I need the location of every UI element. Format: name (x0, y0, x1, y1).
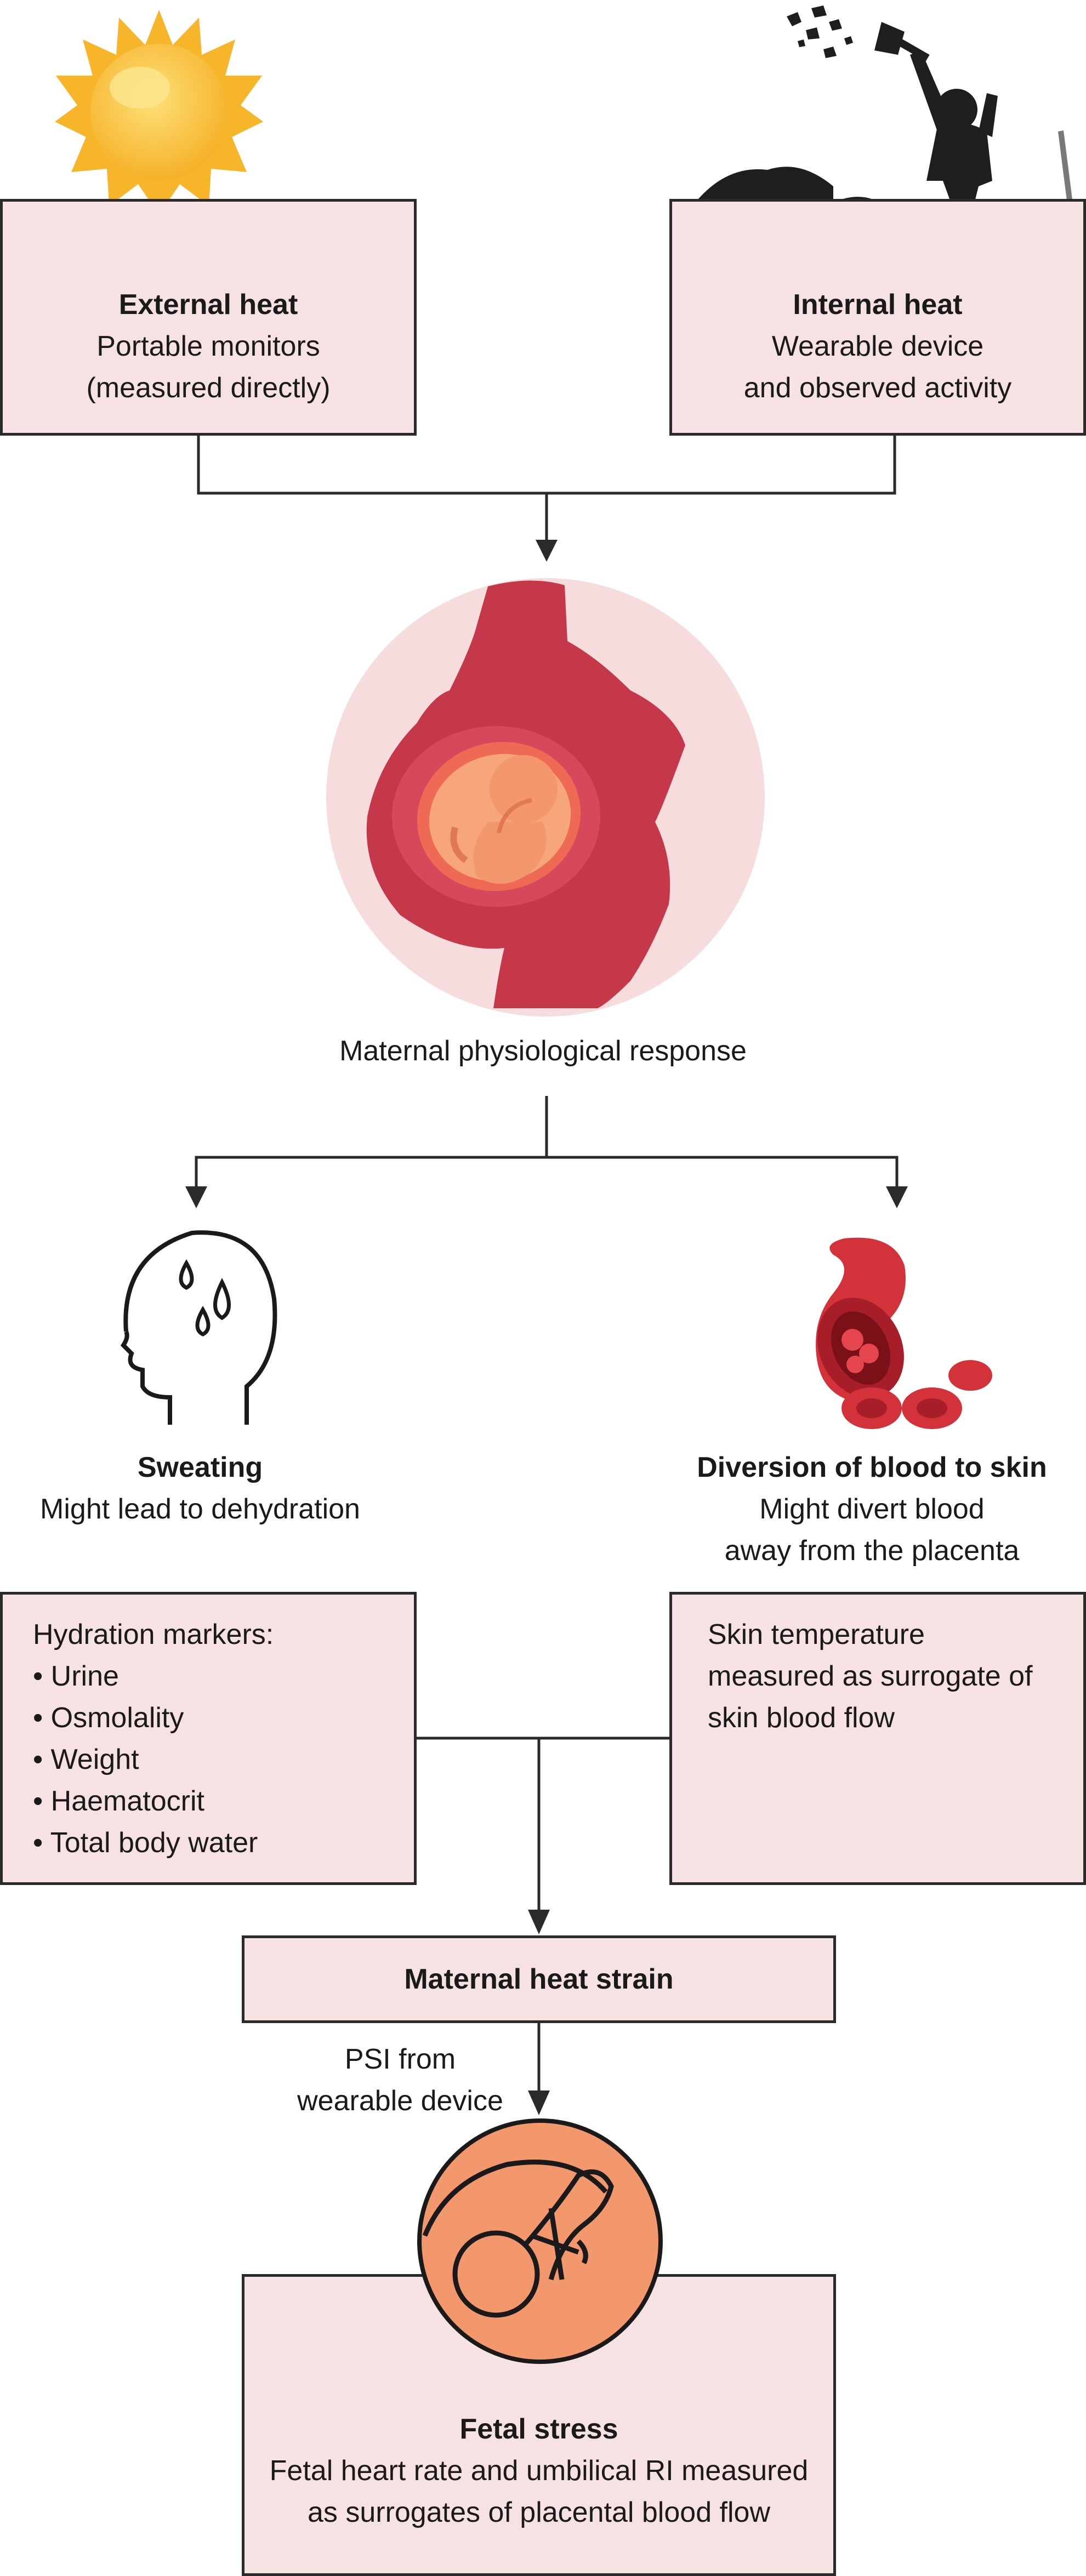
blood-vessel-icon (816, 1237, 992, 1429)
sweating-label: Sweating Might lead to dehydration (0, 1447, 400, 1530)
hydration-item: Weight (33, 1739, 414, 1780)
connector-boxes (414, 1737, 670, 1910)
hydration-item: Haematocrit (33, 1780, 414, 1822)
diversion-label: Diversion of blood to skin Might divert … (658, 1447, 1086, 1572)
arrow-to-sweating (185, 1186, 207, 1208)
skin-line-2: measured as surrogate of (708, 1660, 1033, 1692)
hydration-item: Osmolality (33, 1697, 414, 1739)
internal-heat-line-1: Wearable device (771, 330, 984, 362)
pregnant-mother-icon (326, 578, 765, 1016)
heat-strain-label: Maternal heat strain (404, 1963, 674, 1995)
internal-heat-line-2: and observed activity (743, 372, 1012, 404)
sun-icon (55, 10, 263, 215)
internal-heat-box: Internal heat Wearable device and observ… (669, 199, 1086, 436)
external-heat-line-2: (measured directly) (86, 372, 331, 404)
sweating-head-icon (120, 1230, 277, 1425)
skin-temperature-box: Skin temperature measured as surrogate o… (669, 1592, 1086, 1885)
skin-line-1: Skin temperature (708, 1619, 925, 1650)
diversion-line-1: Might divert blood (759, 1493, 985, 1525)
hydration-heading: Hydration markers: (33, 1619, 274, 1650)
diversion-title: Diversion of blood to skin (697, 1452, 1047, 1483)
psi-line-1: PSI from (344, 2043, 456, 2075)
arrow-to-diversion (886, 1186, 908, 1208)
arrow-to-mother (536, 540, 558, 562)
fetal-stress-line-1: Fetal heart rate and umbilical RI measur… (269, 2455, 809, 2487)
connector-top (197, 436, 896, 495)
fetal-stress-line-2: as surrogates of placental blood flow (307, 2497, 771, 2528)
hydration-item: Total body water (33, 1822, 414, 1864)
external-heat-title: External heat (118, 289, 298, 321)
sweating-subtitle: Might lead to dehydration (40, 1493, 360, 1525)
maternal-heat-strain-box: Maternal heat strain (242, 1935, 836, 2023)
sweating-title: Sweating (137, 1452, 263, 1483)
hydration-item: Urine (33, 1655, 414, 1697)
connector-middle (195, 1096, 899, 1186)
fetal-stress-title: Fetal stress (459, 2413, 618, 2445)
psi-label: PSI from wearable device (263, 2038, 537, 2122)
maternal-response-label: Maternal physiological response (339, 1035, 747, 1067)
skin-line-3: skin blood flow (708, 1702, 895, 1734)
hydration-markers-box: Hydration markers: Urine Osmolality Weig… (0, 1592, 417, 1885)
psi-line-2: wearable device (297, 2085, 503, 2117)
arrow-to-strain (528, 1910, 550, 1934)
external-heat-line-1: Portable monitors (96, 330, 320, 362)
external-heat-box: External heat Portable monitors (measure… (0, 199, 417, 436)
internal-heat-title: Internal heat (793, 289, 963, 321)
arrow-to-fetus (528, 2090, 550, 2115)
fetus-icon (417, 2118, 663, 2364)
diversion-line-2: away from the placenta (724, 1535, 1020, 1567)
hydration-list: Urine Osmolality Weight Haematocrit Tota… (33, 1655, 414, 1864)
